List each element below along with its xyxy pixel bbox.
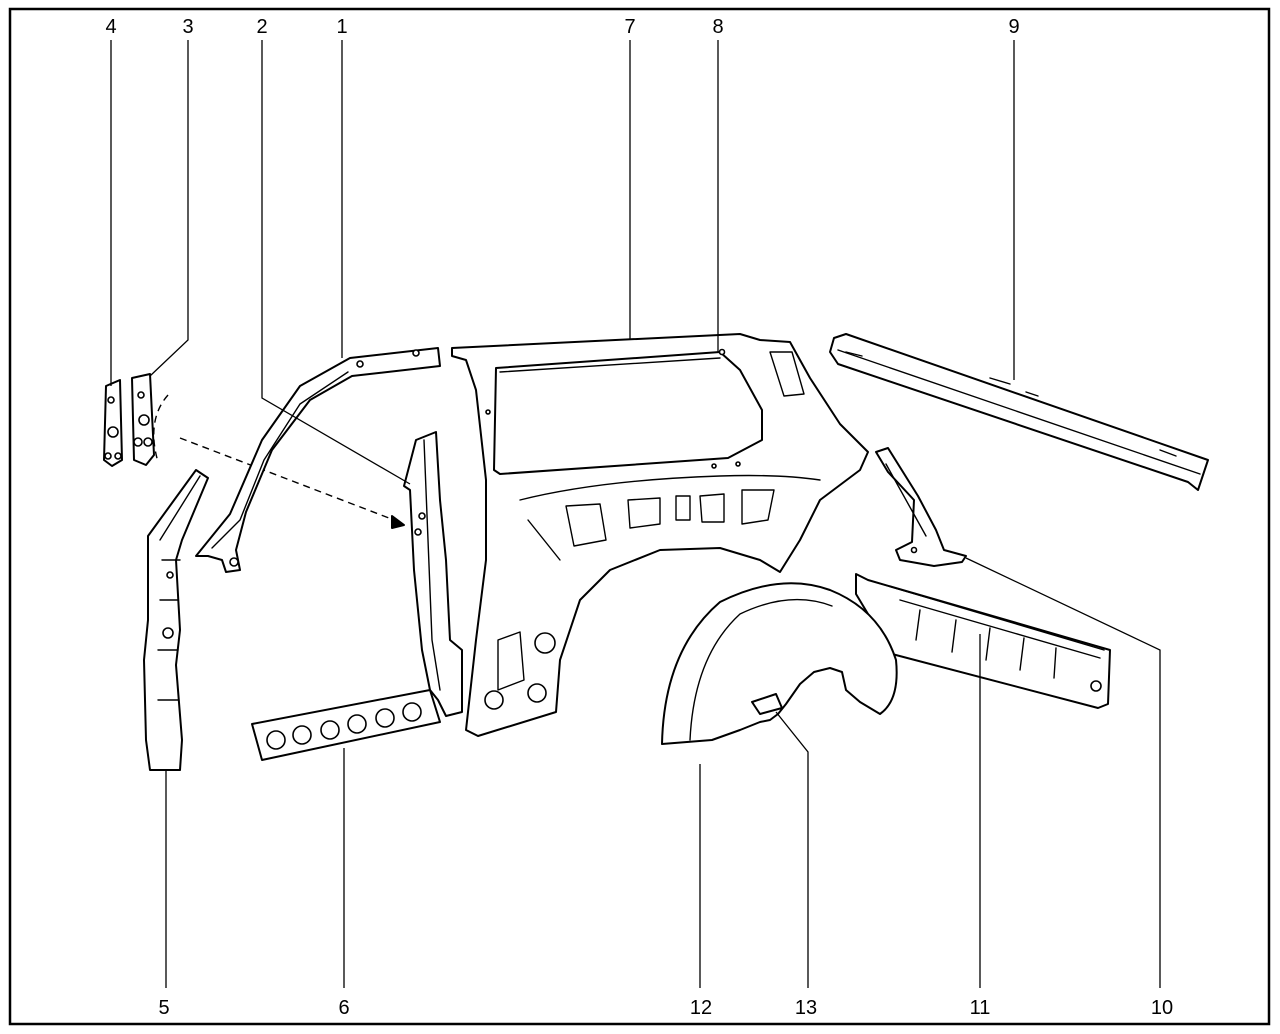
callout-1: 1 [336,16,347,38]
part-9-roof-rail [829,333,1209,491]
callout-8: 8 [712,16,723,38]
callout-6: 6 [338,997,349,1019]
callout-9: 9 [1008,16,1019,38]
callout-2: 2 [256,16,267,38]
leader-lines [110,40,1161,988]
diagram-frame [8,7,1271,1026]
callout-5: 5 [158,997,169,1019]
callout-13: 13 [795,997,817,1019]
part-5-pillar-reinforcement [143,469,209,771]
part-4-bracket [103,379,123,467]
callout-4: 4 [105,16,116,38]
callout-12: 12 [690,997,712,1019]
callout-numbers: 4 3 2 1 7 8 9 5 6 12 13 11 10 [105,16,1173,1019]
part-6-sill-panel [251,689,441,761]
part-7-quarter-panel [451,333,869,737]
callout-11: 11 [970,997,991,1019]
dashed-arrow [179,437,403,524]
part-13-clip [751,693,783,715]
callout-3: 3 [182,16,193,38]
part-3-bracket [131,373,155,466]
arrow-head [391,515,405,529]
part-11-rear-panel [855,573,1111,709]
part-10-bracket [875,447,967,567]
detail-circle [153,394,169,463]
part-1-roof-rail [195,347,441,573]
part-12-wheel-arch [661,582,898,745]
callout-7: 7 [624,16,635,38]
part-2-b-pillar [403,431,463,717]
callout-10: 10 [1151,997,1173,1019]
